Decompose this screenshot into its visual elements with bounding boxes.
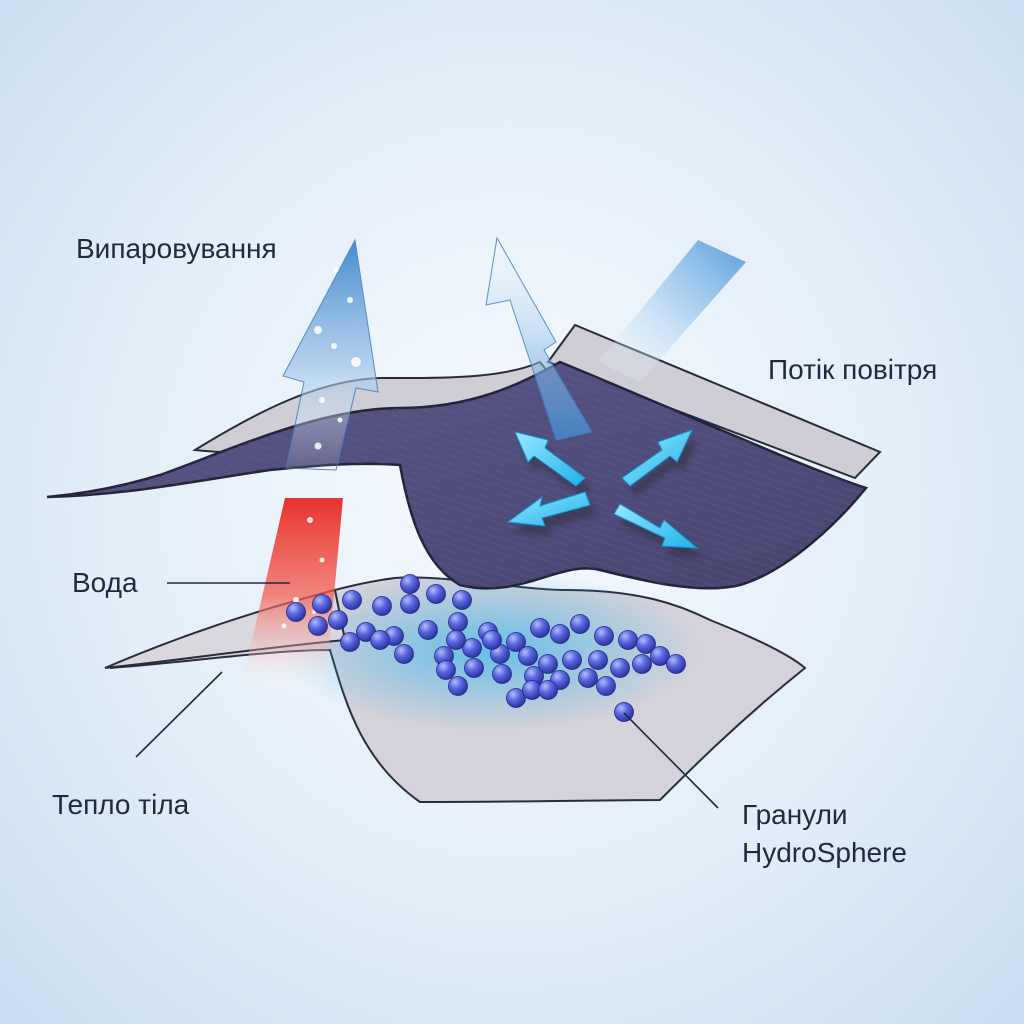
sphere-icon bbox=[518, 646, 538, 666]
label-granules-line1: Гранули bbox=[742, 799, 848, 830]
dispersing-arrows-icon bbox=[506, 429, 703, 558]
evaporation-arrow bbox=[282, 238, 379, 471]
sphere-icon bbox=[562, 650, 582, 670]
sphere-icon bbox=[370, 630, 390, 650]
arrow-down-right bbox=[613, 503, 699, 549]
sphere-icon bbox=[400, 574, 420, 594]
sphere-icon bbox=[312, 594, 332, 614]
arrow-up-right bbox=[621, 429, 693, 487]
label-water: Вода bbox=[72, 567, 138, 598]
sphere-icon bbox=[632, 654, 652, 674]
vapor-bubbles bbox=[281, 267, 361, 629]
sphere-icon bbox=[550, 624, 570, 644]
sphere-icon bbox=[446, 630, 466, 650]
arrow-down-left bbox=[506, 491, 591, 527]
label-airflow: Потік повітря bbox=[768, 354, 938, 385]
sphere-icon bbox=[636, 634, 656, 654]
sphere-icon bbox=[286, 602, 306, 622]
label-body-heat: Тепло тіла bbox=[52, 789, 190, 820]
body-heat-arrow bbox=[240, 498, 343, 692]
sphere-icon bbox=[650, 646, 670, 666]
sphere-icon bbox=[452, 590, 472, 610]
sphere-icon bbox=[436, 660, 456, 680]
sphere-icon bbox=[418, 620, 438, 640]
airflow-column bbox=[598, 240, 746, 382]
sphere-icon bbox=[448, 676, 468, 696]
sphere-icon bbox=[308, 616, 328, 636]
airflow-up-arrow bbox=[485, 236, 593, 441]
sphere-icon bbox=[570, 614, 590, 634]
sphere-icon bbox=[462, 638, 482, 658]
sphere-icon bbox=[394, 644, 414, 664]
sphere-icon bbox=[618, 630, 638, 650]
label-granules: Гранули HydroSphere bbox=[742, 796, 982, 872]
sphere-icon bbox=[400, 594, 420, 614]
leader-heat bbox=[135, 671, 223, 758]
sphere-icon bbox=[530, 618, 550, 638]
label-granules-line2: HydroSphere bbox=[742, 837, 907, 868]
sphere-icon bbox=[342, 590, 362, 610]
sphere-icon bbox=[610, 658, 630, 678]
hydrosphere-granules bbox=[286, 574, 686, 722]
label-evaporation: Випаровування bbox=[76, 233, 277, 264]
sphere-icon bbox=[448, 612, 468, 632]
sphere-icon bbox=[340, 632, 360, 652]
moisture-glow bbox=[280, 570, 700, 730]
sphere-icon bbox=[492, 664, 512, 684]
leader-granules bbox=[623, 712, 719, 809]
sphere-icon bbox=[538, 654, 558, 674]
sphere-icon bbox=[328, 610, 348, 630]
sphere-icon bbox=[594, 626, 614, 646]
sphere-icon bbox=[482, 630, 502, 650]
sphere-icon bbox=[666, 654, 686, 674]
arrow-up-left bbox=[514, 431, 586, 487]
sphere-icon bbox=[426, 584, 446, 604]
sphere-icon bbox=[578, 668, 598, 688]
sphere-icon bbox=[464, 658, 484, 678]
sphere-icon bbox=[372, 596, 392, 616]
sphere-icon bbox=[596, 676, 616, 696]
sphere-icon bbox=[588, 650, 608, 670]
sphere-icon bbox=[538, 680, 558, 700]
sphere-icon bbox=[506, 688, 526, 708]
sphere-icon bbox=[506, 632, 526, 652]
leader-lines bbox=[135, 582, 719, 809]
